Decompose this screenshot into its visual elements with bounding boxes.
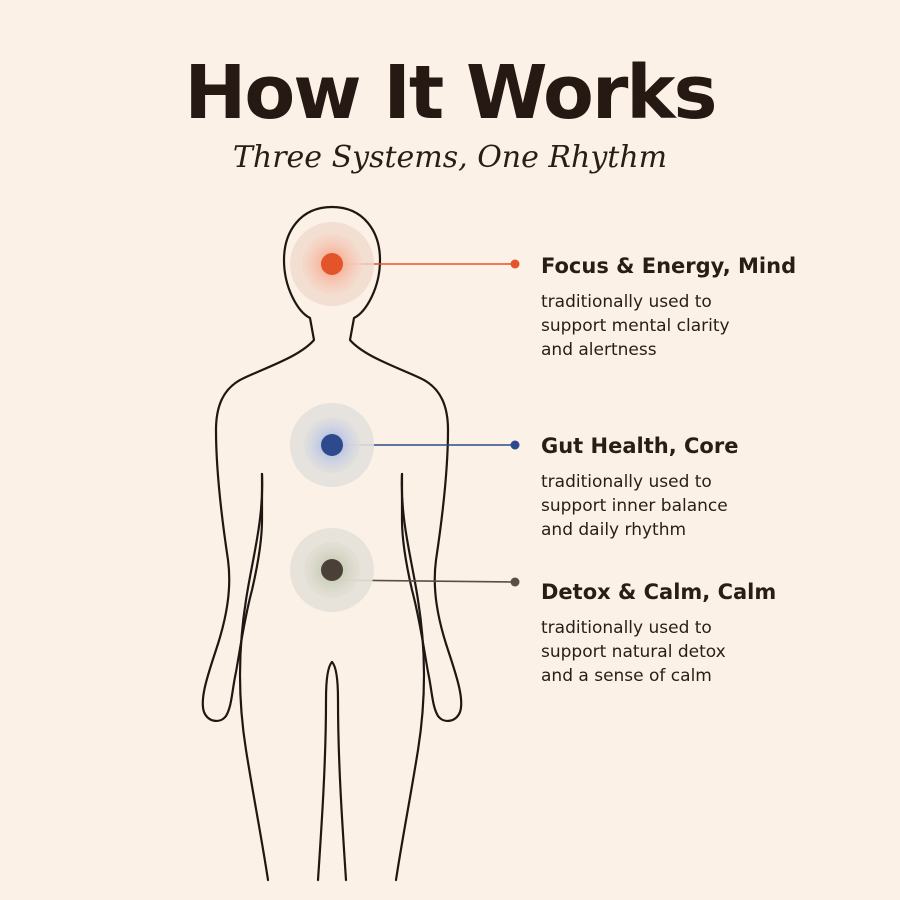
- point-core: [290, 403, 374, 487]
- system-item-mind: Focus & Energy, Mind traditionally used …: [541, 254, 881, 362]
- system-title-mind: Focus & Energy, Mind: [541, 254, 797, 278]
- page-title: How It Works: [184, 50, 717, 136]
- human-silhouette: [201, 205, 463, 882]
- point-mind: [290, 222, 374, 306]
- system-title-core: Gut Health, Core: [541, 434, 739, 458]
- connector-end-calm: [510, 577, 520, 587]
- system-title-calm: Detox & Calm, Calm: [541, 580, 777, 604]
- system-description-mind: traditionally used to support mental cla…: [541, 292, 730, 360]
- connector-end-core: [510, 440, 520, 450]
- point-calm: [290, 528, 374, 612]
- system-item-calm: Detox & Calm, Calm traditionally used to…: [541, 580, 881, 688]
- system-description-calm: traditionally used to support natural de…: [541, 618, 726, 686]
- system-item-core: Gut Health, Core traditionally used to s…: [541, 434, 881, 542]
- page-subtitle: Three Systems, One Rhythm: [232, 140, 668, 175]
- system-description-core: traditionally used to support inner bala…: [541, 472, 728, 540]
- connector-end-mind: [510, 259, 520, 269]
